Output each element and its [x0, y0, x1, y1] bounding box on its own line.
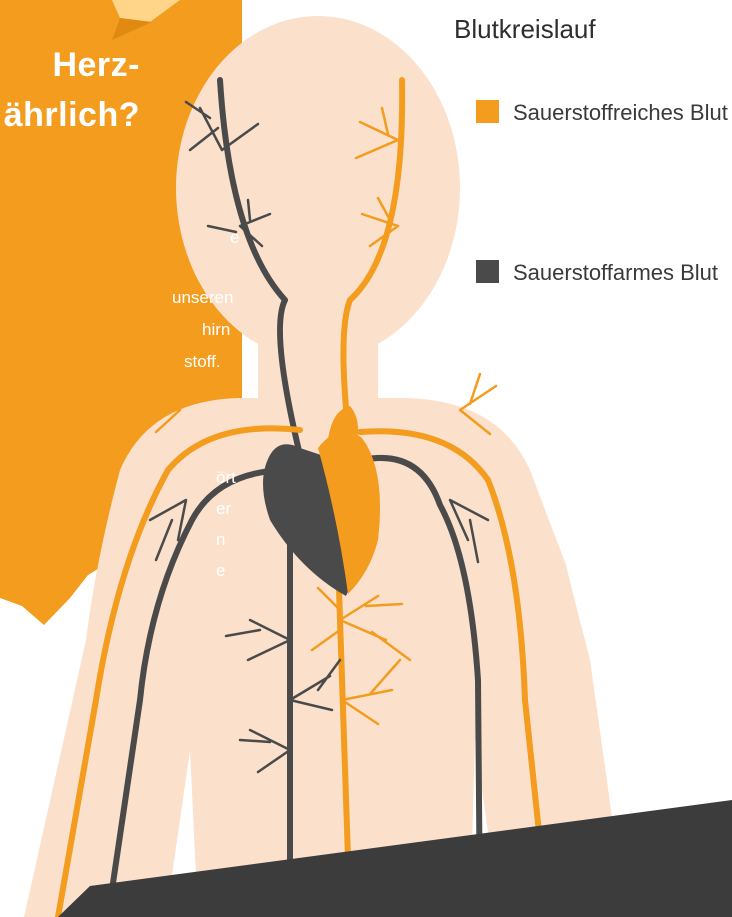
panel-title-line: ährlich? [4, 90, 140, 140]
legend-title: Blutkreislauf [454, 14, 596, 45]
panel-title: Herz- ährlich? [4, 40, 140, 140]
legend-label-oxygen-rich: Sauerstoffreiches Blut [513, 96, 728, 130]
panel-body-line: n [216, 524, 225, 555]
legend-label-oxygen-poor: Sauerstoffarmes Blut [513, 256, 728, 290]
legend-swatch-orange [476, 100, 499, 123]
panel-title-line: Herz- [4, 40, 140, 90]
panel-body-line: hirn [202, 314, 230, 345]
panel-body-line: stoff. [184, 346, 221, 377]
panel-body-line: unseren [172, 282, 233, 313]
legend-swatch-gray [476, 260, 499, 283]
panel-body-line: er [216, 493, 231, 524]
panel-body-line: ört [216, 462, 236, 493]
panel-body-line: e [230, 222, 239, 253]
panel-body-line: e [216, 555, 225, 586]
